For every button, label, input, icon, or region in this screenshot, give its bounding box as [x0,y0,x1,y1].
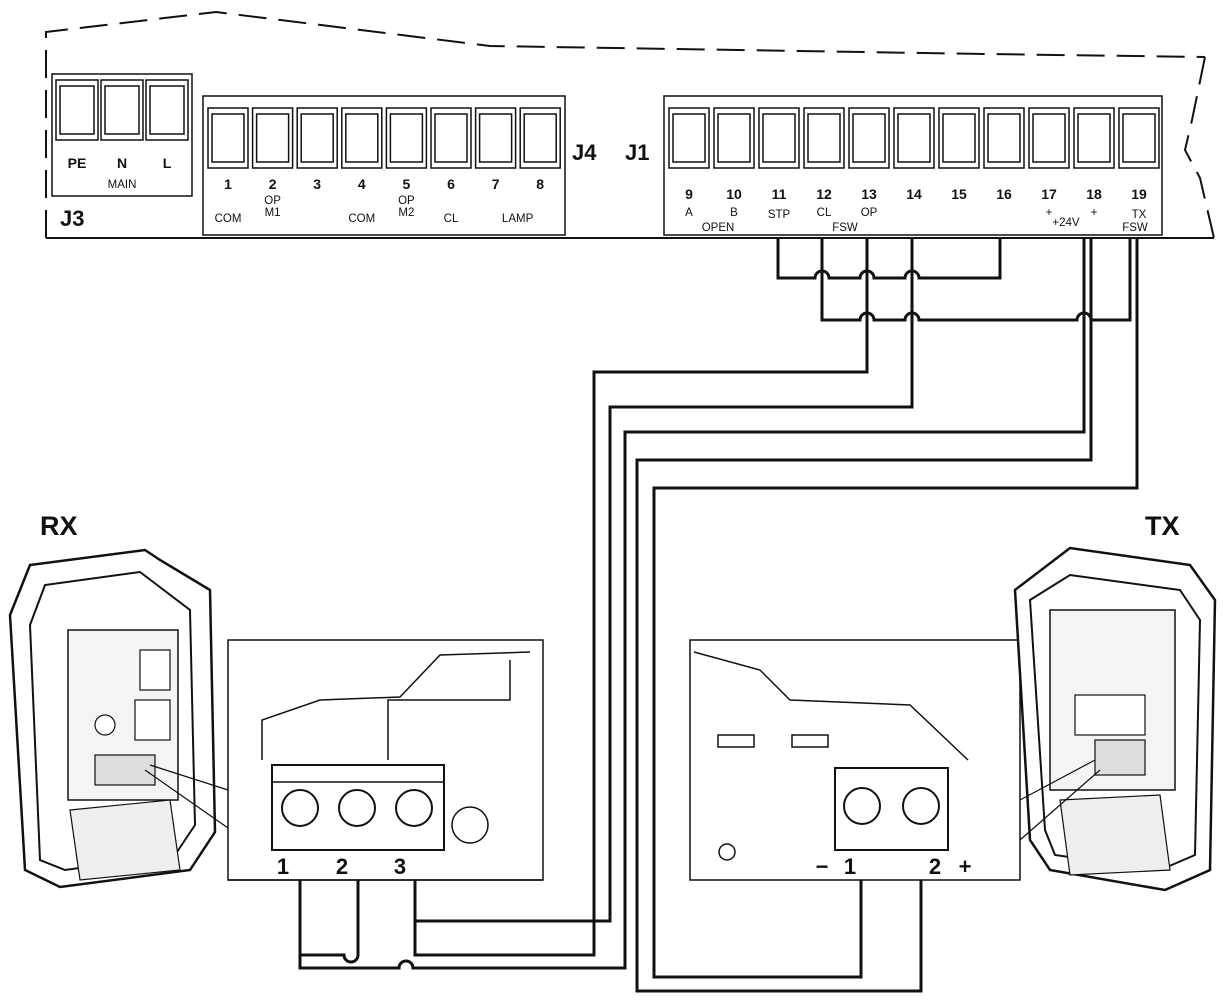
wires [298,238,1139,993]
j1-terminal-number: 9 [685,186,693,202]
j4-terminal-function-2: M2 [398,207,414,219]
wire-bus-11-16 [776,238,1002,280]
j4-terminal-number: 7 [492,176,500,192]
tx-plus-sign: + [959,854,972,879]
wire-13-rx [413,238,869,957]
j3-label: J3 [60,206,84,231]
rx-label: RX [40,511,78,541]
j1-terminal-function: OP [861,207,878,219]
wire-rx-2 [300,795,360,964]
j1-terminal-10: 10B [713,107,755,219]
j4-terminal-number: 2 [269,176,277,192]
j1-terminal-number: 12 [816,186,832,202]
j3-terminal-pe: PE [55,79,99,171]
j1-terminal-function: STP [768,209,791,221]
j4-terminal-number: 5 [403,176,411,192]
tx-label: TX [1145,511,1180,541]
j1-terminal-function: TX [1132,209,1147,221]
rx-detail-panel: 1 2 3 [227,639,544,881]
j4-terminal-number: 8 [536,176,544,192]
j1-terminal-number: 13 [861,186,877,202]
j3-terminal-n: N [100,79,144,171]
tx-fsw-label: FSW [1122,222,1148,234]
j4-terminal-3: 3 [296,107,338,192]
wire-18-rx1 [298,238,1086,970]
v24-label: +24V [1052,217,1080,229]
j3-terminal-l: L [145,79,189,171]
j4-terminal-function-2: M1 [265,207,281,219]
j4-terminal-6: 6CL [430,107,472,225]
svg-text:L: L [163,155,172,171]
j1-terminal-14: 14 [893,107,935,202]
wire-18-tx2 [635,238,1093,993]
j4-terminal-function: COM [348,213,375,225]
j1-terminal-number: 18 [1086,186,1102,202]
j1-terminal-17: 17 + [1028,107,1070,219]
rx-device-image [8,548,229,889]
j1-terminal-function: + [1046,207,1053,219]
rx-terminal-3: 3 [394,854,406,879]
j1-terminal-number: 11 [772,186,787,202]
j1-label: J1 [625,140,649,165]
control-board [45,10,1215,239]
rx-terminal-2: 2 [336,854,348,879]
j1-terminal-number: 10 [726,186,742,202]
open-label: OPEN [702,222,735,234]
j1-terminal-number: 15 [951,186,967,202]
j1-terminal-function: + [1091,207,1098,219]
tx-minus-sign: − [816,854,829,879]
wire-19-tx1 [652,238,1139,979]
fsw-label: FSW [832,222,858,234]
rx-terminal-1: 1 [277,854,289,879]
j1-terminal-function: A [685,207,693,219]
j1-terminal-function: CL [817,207,832,219]
tx-terminal-2: 2 [929,854,941,879]
svg-text:N: N [117,155,127,171]
tx-terminal-1: 1 [844,854,856,879]
wire-14-rx [415,238,914,923]
j4-terminal-function: COM [215,213,242,225]
tx-detail-panel: − 1 2 + [689,639,1021,881]
j1-terminal-number: 17 [1041,186,1057,202]
j4-terminal-8: 8 [519,107,561,192]
j4-terminal-number: 4 [358,176,366,192]
j4-terminal-function: OP [264,195,281,207]
j4-terminal-function: OP [398,195,415,207]
j3-main-label: MAIN [108,179,137,191]
j4-terminal-function: CL [444,213,459,225]
j1-terminal-function: B [730,207,738,219]
j1-terminal-16: 16 [983,107,1025,202]
j1-terminal-15: 15 [938,107,980,202]
j4-terminal-number: 3 [313,176,321,192]
tx-device-image [1013,546,1217,892]
j4-terminal-function: LAMP [502,213,534,225]
j4-label: J4 [572,140,597,165]
j1-terminal-number: 14 [906,186,922,202]
svg-text:PE: PE [68,155,87,171]
terminal-block-j3: PE N L MAIN J3 [51,73,193,231]
j1-terminal-9: 9A [668,107,710,219]
j1-terminal-18: 18 + [1073,107,1115,219]
j4-terminal-number: 1 [224,176,232,192]
j1-terminal-number: 16 [996,186,1012,202]
j1-terminal-number: 19 [1131,186,1147,202]
j4-terminal-number: 6 [447,176,455,192]
